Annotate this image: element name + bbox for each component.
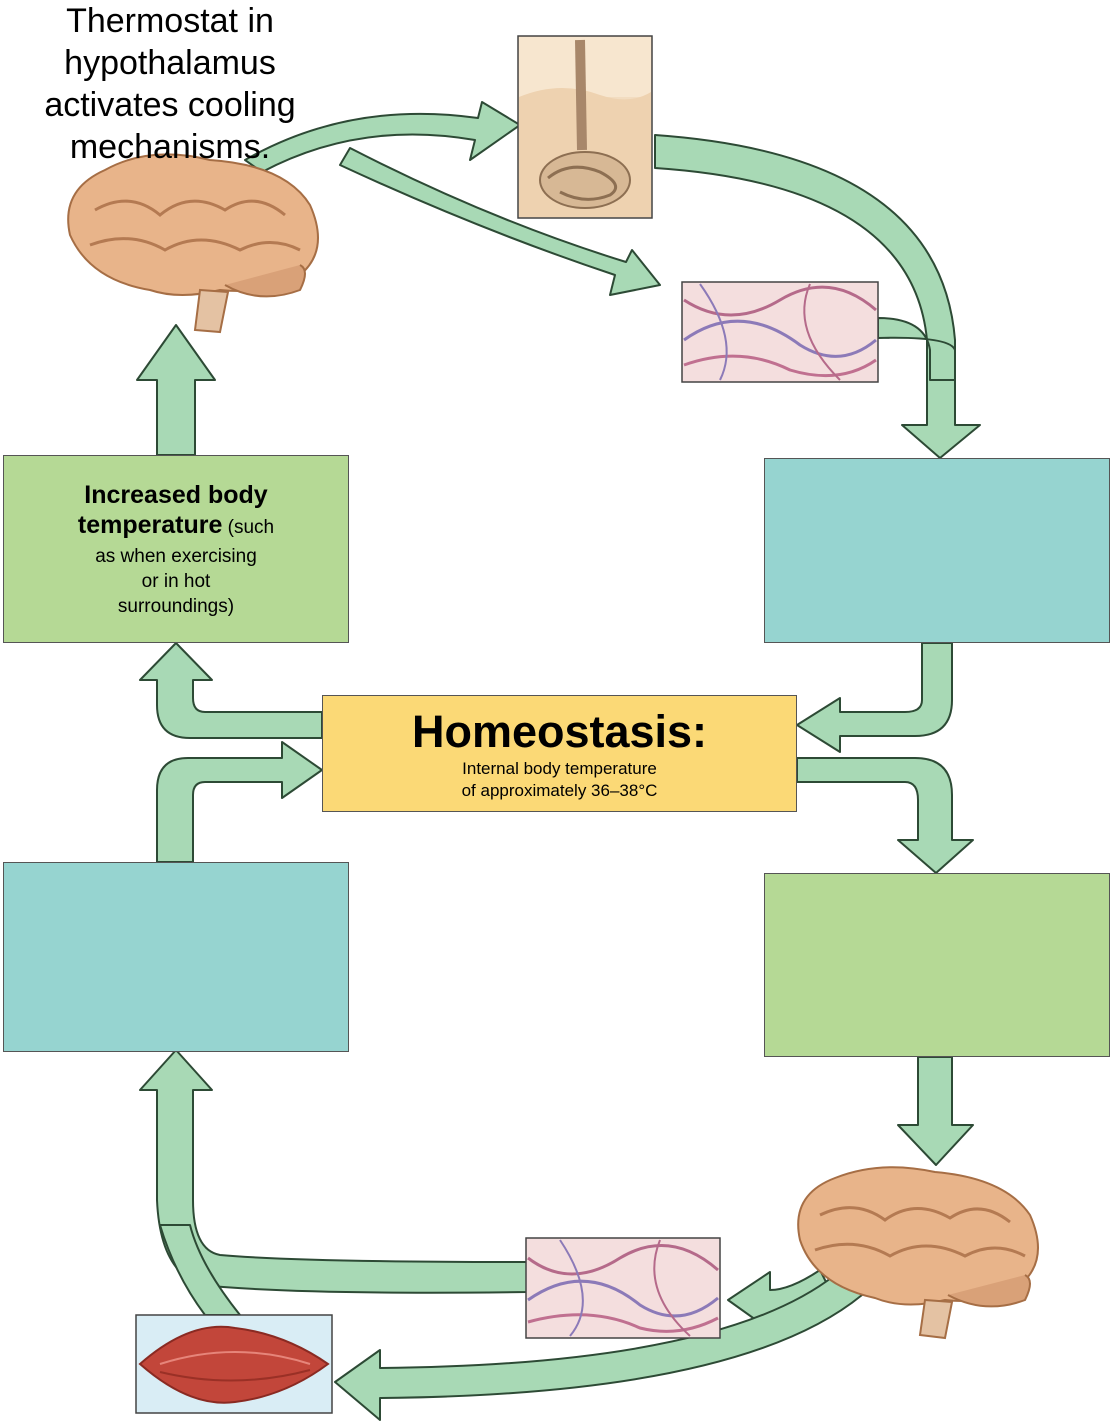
caption-line-1: Thermostat in	[20, 0, 320, 42]
caption-line-2: hypothalamus	[20, 42, 320, 84]
upper-brain-image	[68, 154, 318, 332]
homeostasis-box: Homeostasis: Internal body temperature o…	[322, 695, 797, 812]
homeostasis-title: Homeostasis:	[412, 706, 707, 758]
stimulus-bold-line-1: Increased body	[84, 480, 267, 510]
arrow-response-to-homeostasis	[797, 643, 952, 752]
stimulus-rest-3: or in hot	[142, 569, 211, 594]
stimulus-rest-2: as when exercising	[95, 544, 257, 569]
stimulus-box: Increased body temperature (such as when…	[3, 455, 349, 643]
sweat-gland-image	[518, 36, 652, 218]
muscle-image	[136, 1315, 332, 1413]
caption-line-3: activates cooling	[20, 84, 320, 126]
lower-blood-vessels-image	[526, 1238, 720, 1338]
caption-line-4: mechanisms.	[20, 126, 320, 168]
hypothalamus-caption: Thermostat in hypothalamus activates coo…	[20, 0, 320, 168]
stimulus-rest-4: surroundings)	[118, 594, 234, 619]
upper-right-response-box	[764, 458, 1110, 643]
lower-right-stimulus-box	[764, 873, 1110, 1057]
arrow-lowright-to-brain	[898, 1057, 973, 1165]
arrow-lowbox-to-homeostasis	[157, 742, 322, 862]
homeostasis-line-2: of approximately 36–38°C	[462, 780, 658, 802]
stimulus-bold-line-2: temperature	[78, 511, 223, 539]
stimulus-line-2: temperature (such	[78, 510, 274, 544]
stimulus-rest-1: (such	[222, 517, 274, 538]
upper-blood-vessels-image	[682, 282, 878, 382]
lower-left-response-box	[3, 862, 349, 1052]
arrow-homeostasis-to-stimulus	[140, 643, 322, 738]
arrow-homeostasis-to-lowright	[797, 758, 973, 873]
homeostasis-line-1: Internal body temperature	[462, 758, 657, 780]
arrow-stimulus-to-brain	[137, 325, 215, 455]
